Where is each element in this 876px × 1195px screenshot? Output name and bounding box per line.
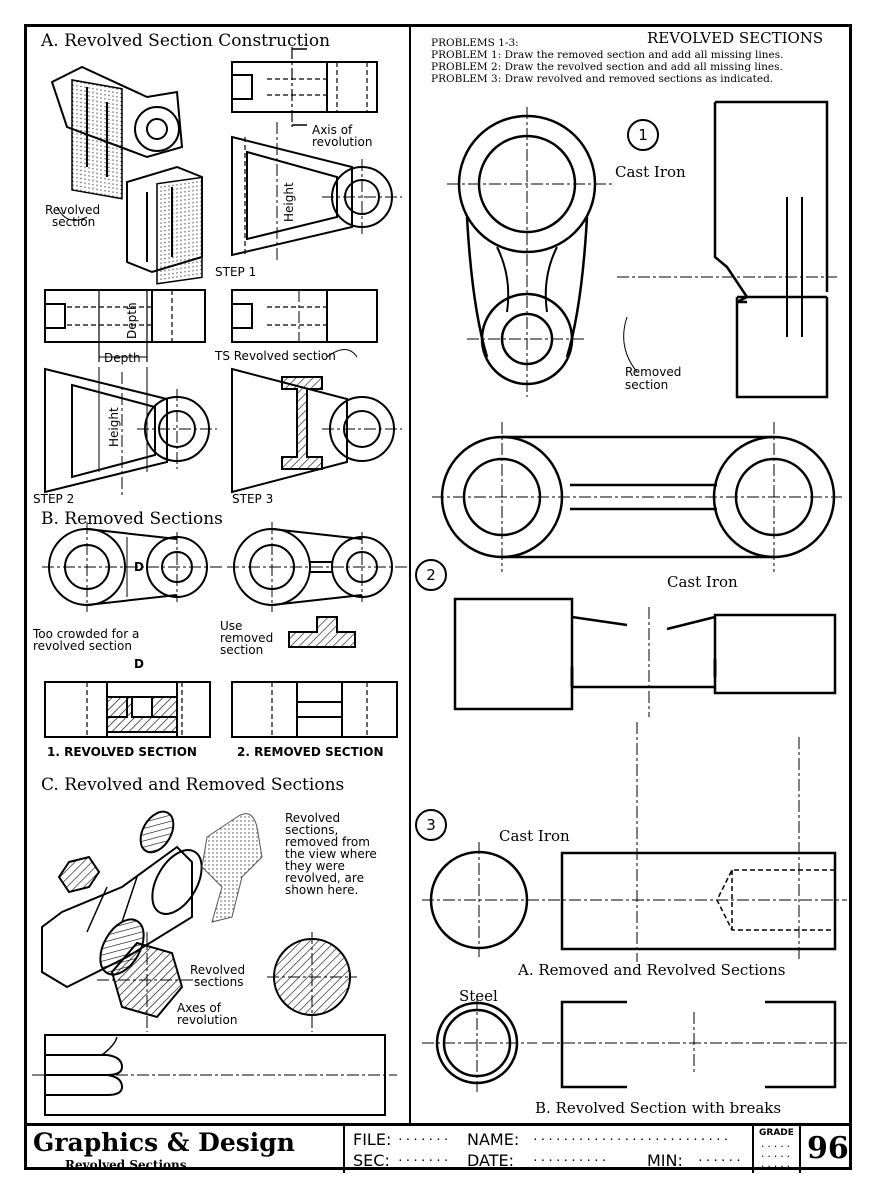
drawing-sheet: A. Revolved Section Construction Axis of… [24,24,852,1173]
revolved-sections-line1: Revolved [190,963,246,977]
step1-label: STEP 1 [215,265,257,279]
title-block-divider-3 [799,1126,801,1173]
problem1-material: Cast Iron [615,163,686,181]
problem3a-caption: A. Removed and Revolved Sections [518,961,786,979]
problem3b-material: Steel [459,987,498,1005]
problem1-side-view [617,100,837,399]
note-line4: the view where [285,847,377,861]
caption-removed-section: 2. REMOVED SECTION [237,745,384,759]
problem1-instruction: PROBLEM 1: Draw the removed section and … [431,49,784,61]
section-c-hex-circle [97,932,357,1032]
section-b-right-top [231,681,398,738]
problem2-number: 2 [415,559,447,591]
note-line1: Revolved [285,811,341,825]
note-line2: sections, [285,823,339,837]
section-b-left-top [44,681,211,738]
axis-label-line1: Axis of [312,123,353,137]
too-crowded-label-line2: revolved section [33,639,132,653]
too-crowded-label-line1: Too crowded for a [33,627,140,641]
date-label: DATE: [467,1151,515,1170]
problems-title: REVOLVED SECTIONS [647,29,824,47]
note-line5: they were [285,859,345,873]
revolved-section-label-line1: Revolved [45,203,101,217]
problem1-number: 1 [627,119,659,151]
problem2-material: Cast Iron [667,573,738,591]
use-removed-line3: section [220,643,264,657]
dimension-d-label-top: D [134,657,144,671]
file-field[interactable]: ....... [397,1130,451,1143]
step2-front-view [44,367,217,495]
use-removed-line2: removed [220,631,274,645]
step1-top-view [231,47,378,127]
problem2-instruction: PROBLEM 2: Draw the revolved section and… [431,61,783,73]
problem3b-end-view [422,997,537,1092]
page-number: 96 [807,1131,849,1166]
height-label-step2: Height [107,407,121,447]
problem3a-side-view [560,722,837,962]
depth-label-vertical: Depth [125,302,139,339]
depth-label-horizontal: Depth [104,351,141,365]
height-label-step1: Height [282,182,296,222]
name-field[interactable]: .......................... [532,1130,731,1143]
min-label: MIN: [647,1151,683,1170]
problem3a-end-view [422,842,847,957]
problem3a-material: Cast Iron [499,827,570,845]
axes-label-line2: revolution [177,1013,238,1027]
ts-revolved-section-label: TS Revolved section [215,349,336,363]
dimension-d-label-front: D [134,560,144,574]
removed-section-line2: section [625,378,669,392]
problem3b-side-view [542,1000,847,1089]
caption-revolved-section: 1. REVOLVED SECTION [47,745,197,759]
section-a-title: A. Revolved Section Construction [41,31,331,51]
section-c-figure [201,813,263,923]
section-a-iso-bottom [56,165,203,285]
title-block: Graphics & Design Revolved Sections FILE… [27,1123,849,1173]
grade-field[interactable]: ............... [760,1140,793,1170]
step2-label: STEP 2 [33,492,75,506]
axes-label-line1: Axes of [177,1001,221,1015]
step3-label: STEP 3 [232,492,274,506]
sec-label: SEC: [353,1151,390,1170]
grade-label: GRADE [759,1128,794,1138]
axis-label-line2: revolution [312,135,373,149]
note-line6: revolved, are [285,871,364,885]
problem1-front-view [447,107,612,397]
revolved-section-label-line2: section [52,215,96,229]
section-b-title: B. Removed Sections [41,509,223,529]
note-line3: removed from [285,835,370,849]
section-b-right-front [227,522,407,648]
file-label: FILE: [353,1130,392,1149]
removed-section-line1: Removed [625,365,682,379]
step3-front-view [231,349,402,494]
sec-field[interactable]: ....... [397,1151,451,1164]
linework-canvas [32,27,847,1123]
section-c-title: C. Revolved and Removed Sections [41,775,345,795]
title-block-divider-1 [343,1126,345,1173]
problem2-top-view [432,422,842,572]
title-block-divider-2 [752,1126,754,1173]
problem3-instruction: PROBLEM 3: Draw revolved and removed sec… [431,73,774,85]
problem3b-caption: B. Revolved Section with breaks [535,1099,782,1117]
section-b-left-front [42,522,222,612]
name-label: NAME: [467,1130,520,1149]
min-field[interactable]: ...... [697,1151,743,1164]
problems-header: PROBLEMS 1-3: [431,37,519,49]
revolved-sections-line2: sections [194,975,244,989]
title-block-title: Graphics & Design [33,1128,295,1157]
section-a-iso-top [50,65,184,200]
note-line7: shown here. [285,883,359,897]
problem2-front-view [453,597,837,717]
use-removed-line1: Use [220,619,243,633]
problem3-number: 3 [415,809,447,841]
step1-front-view [231,122,402,262]
title-block-subtitle: Revolved Sections [65,1158,187,1172]
step2-top-view [44,289,206,362]
section-c-side-view [32,1034,397,1116]
date-field[interactable]: .......... [532,1151,609,1164]
step3-top-view [231,289,378,343]
